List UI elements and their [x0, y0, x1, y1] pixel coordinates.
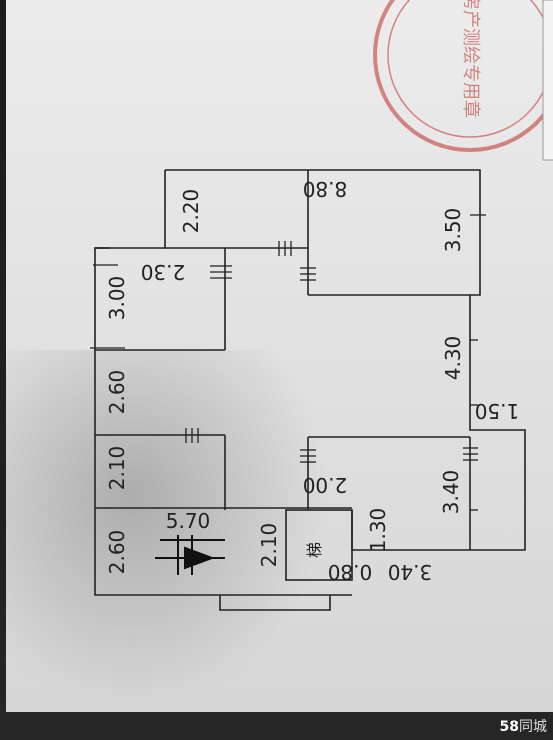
dim-upper-right: 3.50 — [441, 208, 465, 253]
dim-bottom-small: 0.80 — [328, 560, 373, 584]
stamp-seal: 房产测绘专用章 — [373, 0, 553, 152]
photo-shadow — [0, 350, 330, 710]
watermark-brand: 58 — [499, 719, 519, 735]
stair-label: 梯 — [305, 542, 324, 558]
dim-left-lower: 2.10 — [105, 446, 129, 491]
svg-text:房产测绘专用章: 房产测绘专用章 — [460, 0, 481, 118]
dim-right-step: 1.50 — [475, 399, 520, 423]
entrance-symbol — [155, 535, 225, 575]
dim-left-bottom: 2.60 — [105, 530, 129, 575]
dim-right-middle: 4.30 — [441, 336, 465, 381]
dim-stair-width: 2.10 — [257, 523, 281, 568]
dim-right-lower: 3.40 — [439, 470, 463, 515]
door-marks — [90, 214, 486, 511]
document-edge-strip — [542, 0, 553, 161]
watermark-site: 同城 — [519, 719, 547, 735]
dim-top-room: 2.20 — [179, 189, 203, 234]
dim-long-span: 5.70 — [166, 509, 211, 533]
watermark: 58同城 — [500, 716, 547, 736]
dim-inner-width: 2.30 — [141, 260, 186, 284]
dim-left-top: 3.00 — [105, 276, 129, 321]
dim-stair-height: 1.30 — [366, 508, 390, 553]
floor-plan-paper — [6, 0, 553, 712]
dim-bottom-total: 3.40 — [388, 560, 433, 584]
dim-corridor: 2.00 — [303, 473, 348, 497]
dim-left-middle: 2.60 — [105, 370, 129, 415]
dim-top-width: 8.80 — [303, 177, 348, 201]
